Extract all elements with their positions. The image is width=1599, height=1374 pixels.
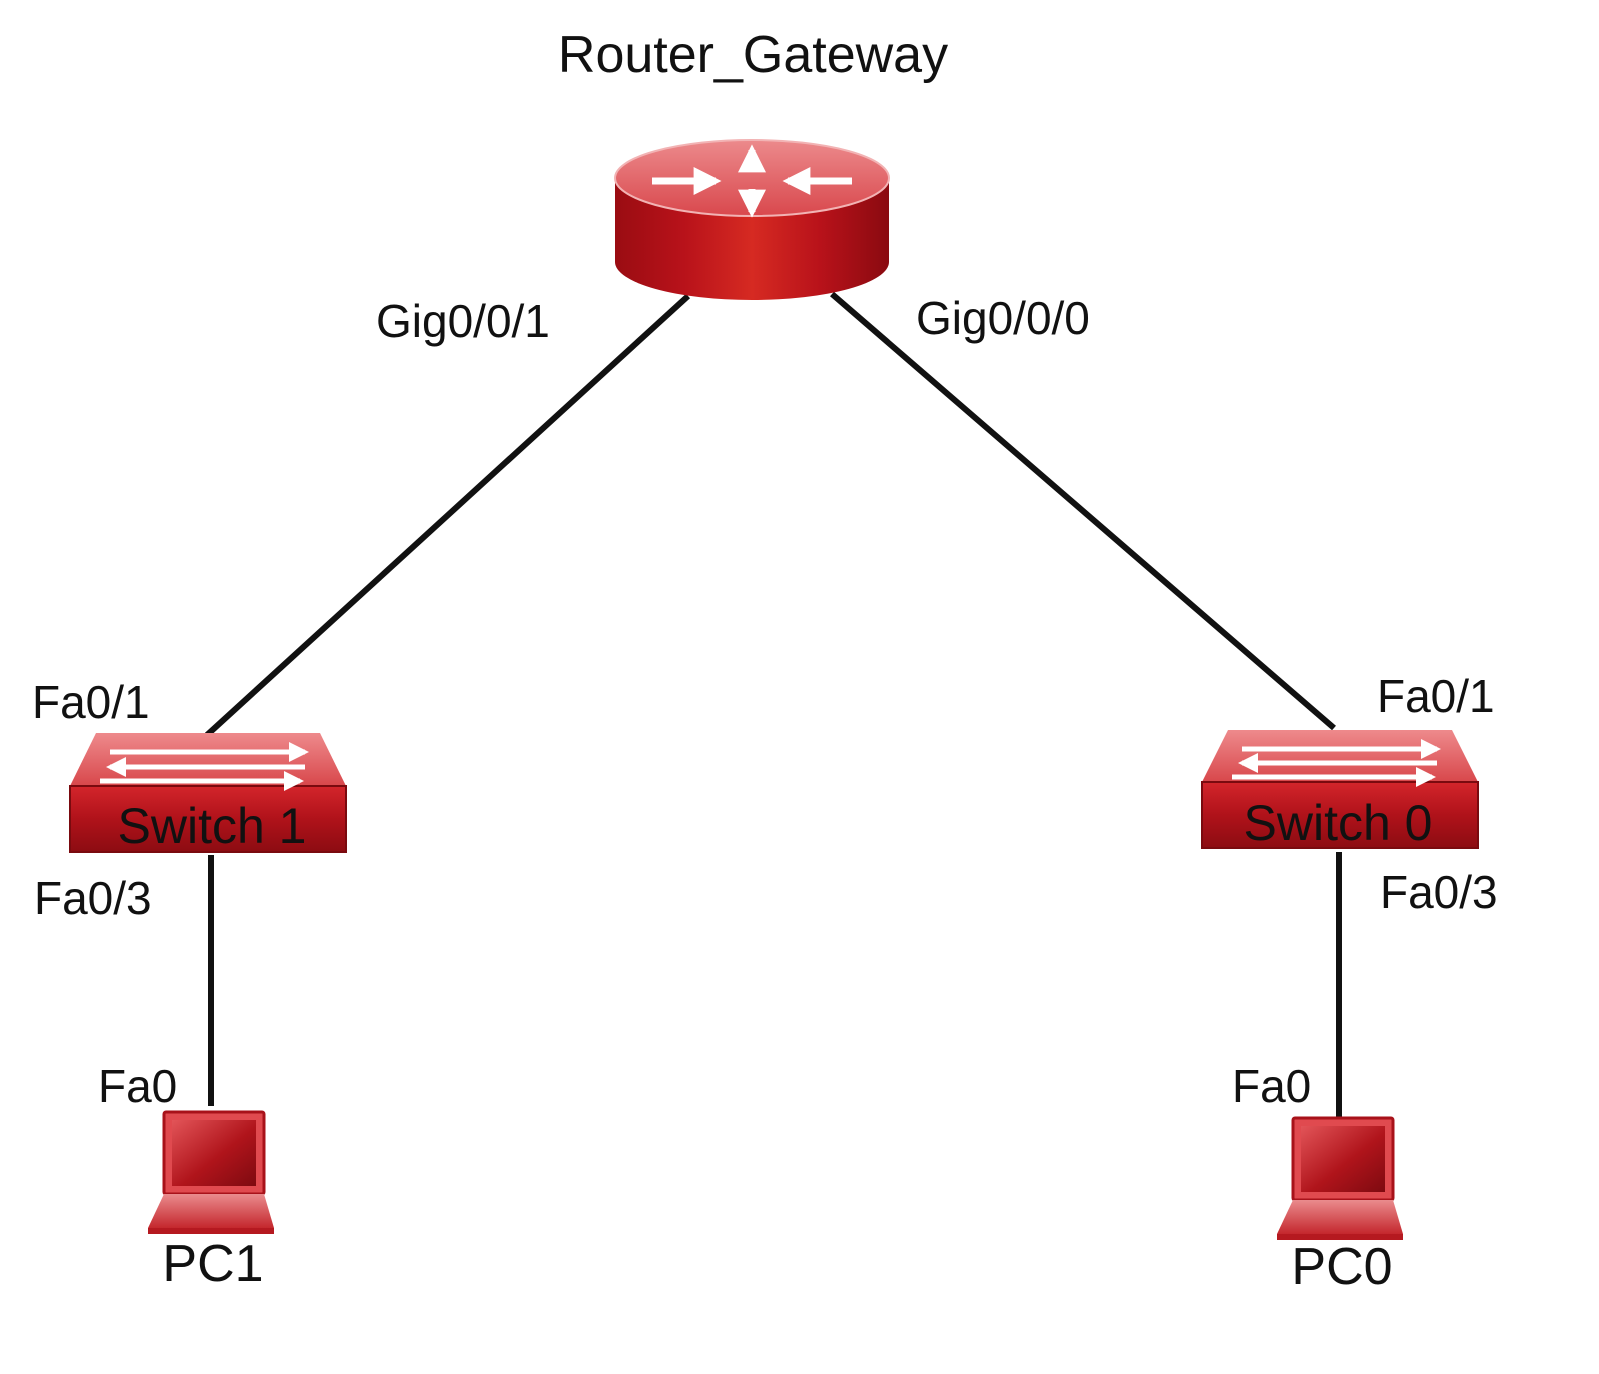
- switch-icon[interactable]: [1201, 730, 1479, 849]
- links: [204, 291, 1342, 1118]
- laptop-icon[interactable]: [1277, 1116, 1403, 1240]
- switch-icon[interactable]: [69, 733, 347, 853]
- pc0-name: PC0: [1291, 1238, 1392, 1296]
- router-icon[interactable]: [614, 139, 890, 300]
- pc1-name: PC1: [162, 1235, 263, 1293]
- switch0-uplink-port-label: Fa0/1: [1377, 670, 1495, 722]
- link-router-switch0: [830, 291, 1336, 731]
- link-router-switch1: [204, 293, 691, 738]
- pc1-port-label: Fa0: [98, 1060, 177, 1112]
- router-name: Router_Gateway: [558, 26, 948, 84]
- switch1-downlink-port-label: Fa0/3: [34, 872, 152, 924]
- port-label-gig0-0-1: Gig0/0/1: [376, 295, 550, 347]
- switch0-downlink-port-label: Fa0/3: [1380, 866, 1498, 918]
- pc0-port-label: Fa0: [1232, 1060, 1311, 1112]
- port-label-gig0-0-0: Gig0/0/0: [916, 292, 1090, 344]
- switch0-name: Switch 0: [1244, 795, 1433, 851]
- switch1-uplink-port-label: Fa0/1: [32, 676, 150, 728]
- switch1-name: Switch 1: [118, 798, 307, 854]
- laptop-icon[interactable]: [148, 1110, 274, 1234]
